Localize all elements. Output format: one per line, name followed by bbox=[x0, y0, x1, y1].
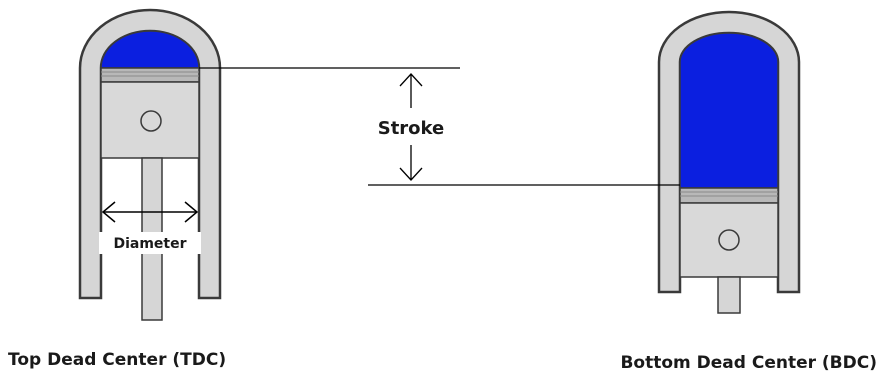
bdc-combustion-chamber bbox=[679, 32, 779, 189]
tdc-piston-pin bbox=[140, 110, 162, 132]
diameter-label-bg bbox=[99, 232, 201, 254]
diameter-label: Diameter bbox=[113, 236, 186, 252]
bdc-cylinder bbox=[657, 10, 801, 314]
tdc-cylinder bbox=[78, 8, 222, 321]
bdc-caption: Bottom Dead Center (BDC) bbox=[620, 353, 877, 373]
tdc-piston-rings bbox=[100, 67, 200, 83]
tdc-caption: Top Dead Center (TDC) bbox=[8, 350, 226, 370]
bdc-piston-pin bbox=[718, 229, 740, 251]
bdc-connecting-rod bbox=[717, 276, 741, 314]
stroke-indicator: Stroke bbox=[199, 67, 680, 186]
diameter-indicator: Diameter bbox=[99, 201, 201, 254]
tdc-combustion-chamber bbox=[100, 30, 200, 69]
stroke-label: Stroke bbox=[378, 118, 445, 139]
